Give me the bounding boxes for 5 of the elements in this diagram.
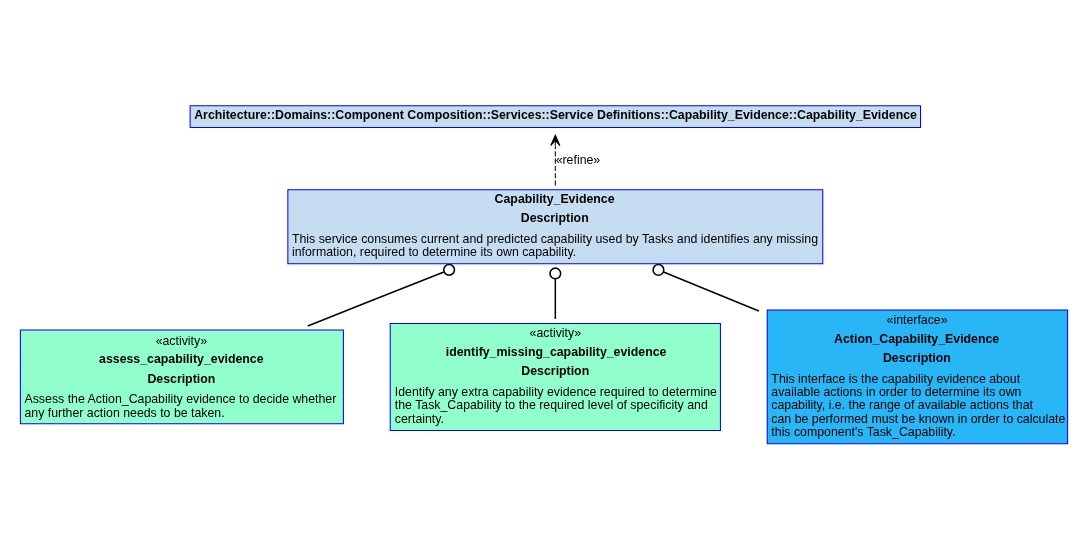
- connector: [549, 267, 562, 320]
- connector: [307, 263, 456, 327]
- edge-label: «refine»: [555, 152, 601, 167]
- connector: [652, 263, 760, 312]
- arrow: [550, 134, 561, 186]
